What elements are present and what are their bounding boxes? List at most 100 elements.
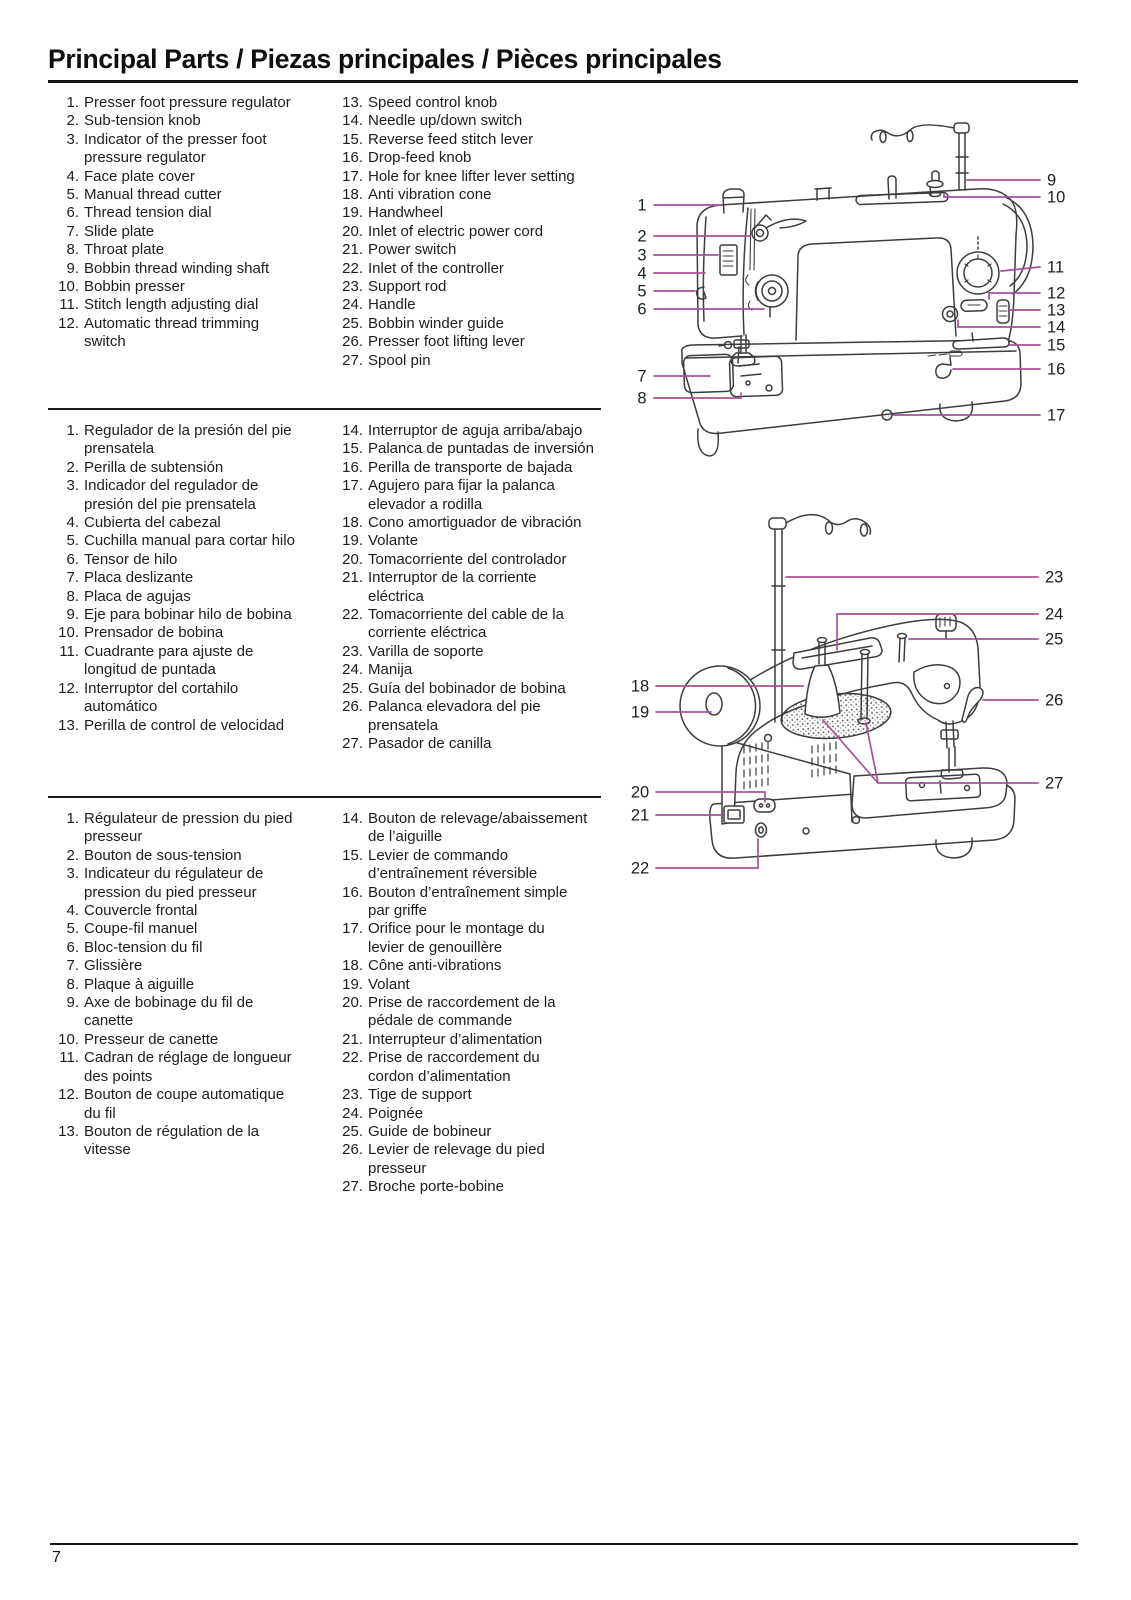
list-item: 9.Axe de bobinage du fil de canette (48, 994, 332, 1031)
item-number: 1. (66, 422, 79, 439)
item-text: Placa deslizante (84, 569, 194, 587)
item-number: 16. (342, 149, 363, 167)
callout-number: 22 (631, 860, 649, 878)
list-item: 11.Cadran de réglage de longueur des poi… (48, 1049, 332, 1086)
item-number: 15. (342, 440, 363, 458)
list-item: 14.Interruptor de aguja arriba/abajo (332, 422, 622, 440)
item-text: Slide plate (84, 222, 155, 240)
callout-number: 13 (1047, 302, 1065, 320)
list-item: 3. Indicateur du régulateur de pression d… (48, 865, 332, 902)
item-text: Régulateur de pression du pied presseur (84, 810, 293, 846)
item-number: 5. (66, 920, 79, 938)
callout-number: 5 (637, 283, 646, 301)
item-text: Indicateur du régulateur de pression du … (84, 865, 264, 901)
list-item: 4.Couvercle frontal (48, 902, 332, 920)
item-text: Perilla de control de velocidad (84, 716, 285, 734)
item-text: Bouton de relevage/abaissement de l’aigu… (368, 810, 588, 846)
item-number: 26. (342, 333, 363, 351)
item-number: 7. (66, 569, 79, 587)
item-number: 3. (66, 865, 79, 883)
list-item: 3.Indicador del regulador de presión del… (48, 477, 332, 514)
item-text: Needle up/down switch (368, 112, 523, 130)
list-item: 5.Coupe-fil manuel (48, 920, 332, 938)
item-text: Support rod (368, 278, 447, 296)
list-item: 18.Anti vibration cone (332, 186, 622, 204)
callout-number: 26 (1045, 692, 1063, 710)
item-text: Plaque à aiguille (84, 975, 195, 993)
item-number: 10. (58, 278, 79, 296)
callout-number: 19 (631, 704, 649, 722)
list-item: 12.Interruptor del cortahilo automático (48, 680, 332, 717)
list-item: 7.Glissière (48, 957, 332, 975)
callout-number: 16 (1047, 361, 1065, 379)
list-item: 14.Bouton de relevage/abaissement de l’a… (332, 810, 622, 847)
list-item: 13.Speed control knob (332, 94, 622, 112)
item-number: 13. (58, 716, 79, 734)
item-number: 3. (66, 130, 79, 148)
item-text: Orifice pour le montage du levier de gen… (368, 920, 545, 956)
item-text: Face plate cover (84, 167, 195, 185)
item-text: Levier de relevage du pied presseur (368, 1141, 545, 1177)
item-text: Pasador de canilla (368, 734, 492, 752)
item-number: 4. (66, 902, 79, 920)
list-item: 18.Cône anti-vibrations (332, 957, 622, 975)
item-number: 1. (66, 810, 79, 827)
list-item: 26.Presser foot lifting lever (332, 333, 622, 351)
list-item: 8.Throat plate (48, 241, 332, 259)
list-item: 18.Cono amortiguador de vibración (332, 514, 622, 532)
item-number: 12. (58, 679, 79, 697)
item-text: Cadran de réglage de longueur des points (84, 1049, 292, 1085)
item-number: 25. (342, 679, 363, 697)
item-number: 12. (58, 314, 79, 332)
item-number: 15. (342, 846, 363, 864)
list-item: 2.Bouton de sous-tension (48, 847, 332, 865)
item-text: Inlet of electric power cord (368, 222, 544, 240)
item-number: 3. (66, 477, 79, 495)
item-number: 25. (342, 314, 363, 332)
list-item: 24.Handle (332, 296, 622, 314)
item-text: Tomacorriente del cable de la corriente … (368, 606, 564, 642)
item-text: Handle (368, 296, 416, 314)
item-text: Palanca de puntadas de inversión (368, 440, 594, 458)
item-text: Cuchilla manual para cortar hilo (84, 532, 295, 550)
list-item: 26.Palanca elevadora del pie prensatela (332, 698, 622, 735)
item-number: 16. (342, 883, 363, 901)
list-item: 1. Régulateur de pression du pied presseu… (48, 810, 332, 847)
item-text: Perilla de transporte de bajada (368, 458, 573, 476)
callout-number: 1 (637, 197, 646, 215)
item-text: Speed control knob (368, 94, 498, 111)
item-number: 20. (342, 222, 363, 240)
item-text: Varilla de soporte (368, 642, 484, 660)
item-number: 20. (342, 994, 363, 1012)
item-number: 10. (58, 624, 79, 642)
callout-number: 14 (1047, 319, 1065, 337)
callout-number: 3 (637, 247, 646, 265)
item-number: 24. (342, 661, 363, 679)
item-number: 18. (342, 186, 363, 204)
list-item: 15. Palanca de puntadas de inversión (332, 440, 622, 458)
item-number: 18. (342, 514, 363, 532)
list-item: 12.Automatic thread trimming switch (48, 315, 332, 352)
item-text: Tige de support (368, 1086, 472, 1104)
sewing-machine-front-diagram: 1 2 3 4 5 6 7 8 9 10 11 12 13 14 15 16 1… (637, 122, 1065, 457)
list-item: 7.Slide plate (48, 223, 332, 241)
list-item: 9.Bobbin thread winding shaft (48, 260, 332, 278)
item-text: Axe de bobinage du fil de canette (84, 994, 254, 1030)
item-number: 5. (66, 186, 79, 204)
list-item: 19.Volant (332, 976, 622, 994)
list-item: 27.Pasador de canilla (332, 735, 622, 753)
list-item: 25.Guía del bobinador de bobina (332, 680, 622, 698)
item-text: Regulador de la presión del pie prensate… (84, 422, 292, 458)
item-text: Bloc-tension du fil (84, 938, 203, 956)
item-number: 19. (342, 975, 363, 993)
list-item: 10.Prensador de bobina (48, 624, 332, 642)
item-number: 11. (59, 642, 79, 660)
french-column-right: 14.Bouton de relevage/abaissement de l’a… (332, 810, 622, 1197)
section-divider (48, 796, 601, 798)
sewing-machine-rear-diagram: 18 19 20 21 22 23 24 25 26 27 (631, 514, 1063, 878)
item-text: Sub-tension knob (84, 112, 201, 130)
